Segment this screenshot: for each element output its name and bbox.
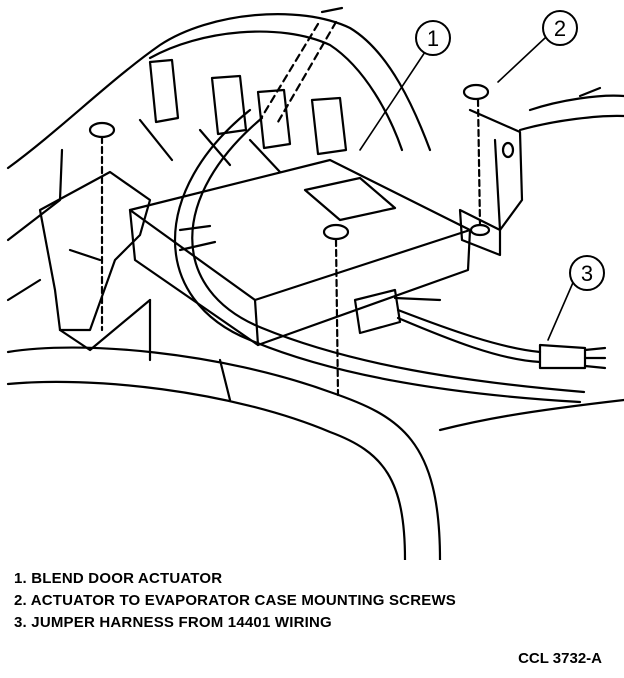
duct-housing (6, 13, 432, 302)
callout-3: 3 (569, 255, 605, 291)
rod (258, 6, 344, 124)
right-bracket (458, 86, 624, 257)
left-bracket (38, 170, 152, 352)
figure-code: CCL 3732-A (518, 650, 602, 667)
callout-leaders (359, 37, 576, 341)
callout-2-label: 2 (554, 16, 566, 41)
mounting-screw-icon (88, 83, 490, 397)
legend: 1. BLEND DOOR ACTUATOR 2. ACTUATOR TO EV… (14, 568, 456, 634)
actuator-diagram: 1 2 3 (6, 6, 624, 560)
door-flaps (138, 58, 348, 174)
callout-1: 1 (415, 20, 451, 56)
callout-1-label: 1 (427, 26, 439, 51)
legend-item-3: 3. JUMPER HARNESS FROM 14401 WIRING (14, 614, 332, 631)
lower-case (6, 298, 624, 560)
legend-item-1: 1. BLEND DOOR ACTUATOR (14, 570, 223, 587)
legend-item-2: 2. ACTUATOR TO EVAPORATOR CASE MOUNTING … (14, 592, 457, 609)
callout-2: 2 (542, 10, 578, 46)
cable-loop (174, 108, 586, 404)
callout-3-label: 3 (581, 261, 593, 286)
jumper-harness (353, 288, 607, 370)
